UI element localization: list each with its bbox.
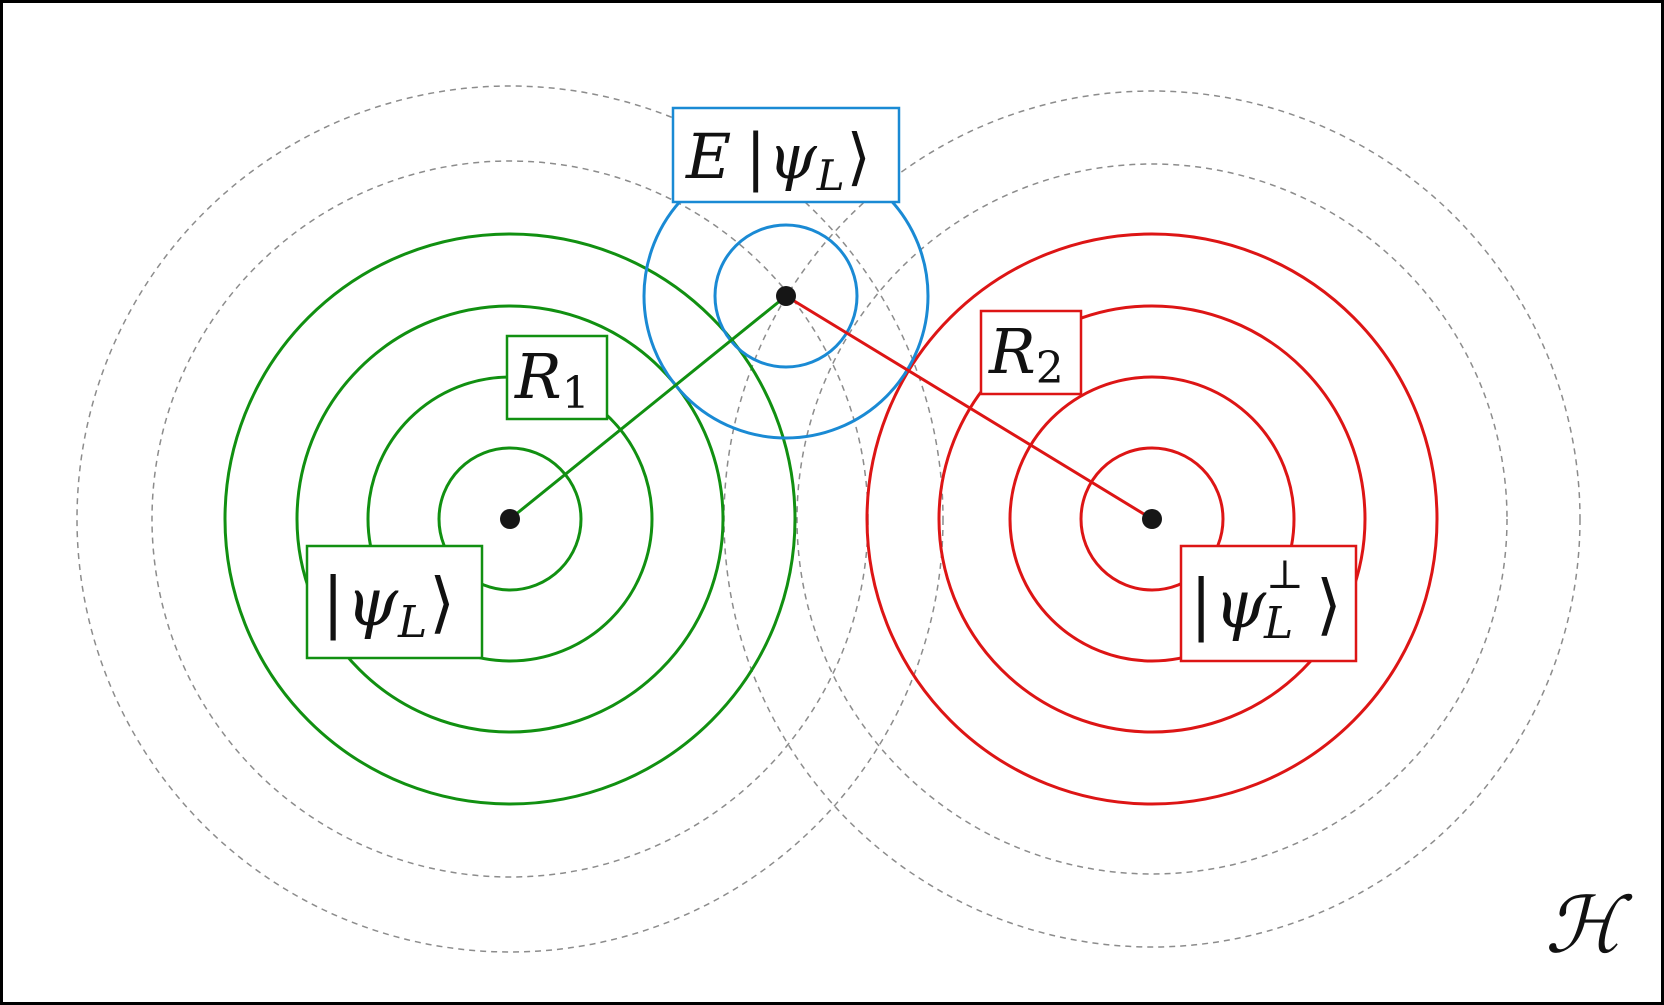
red-circle-3 [937, 304, 1367, 734]
dashed-circles [76, 85, 1581, 953]
distance-line-r2 [785, 294, 1153, 521]
label-e-psi-psi: ψ [768, 120, 818, 193]
label-psi-l-bar: | [322, 564, 344, 641]
label-e-psi-bar: | [745, 120, 766, 193]
label-r2-sub: 2 [1036, 343, 1064, 394]
label-e-psi: E|ψL⟩ [671, 106, 901, 204]
svg-text:R2: R2 [988, 315, 1064, 394]
svg-text:R1: R1 [514, 340, 590, 419]
label-r1-sub: 1 [562, 368, 590, 419]
dashed-circle-left-outer [76, 85, 944, 953]
label-e-psi-operator: E [685, 120, 731, 193]
label-e-psi-sub: L [816, 151, 845, 200]
label-r1-box [505, 334, 609, 421]
label-psi-perp-angle: ⟩ [1316, 566, 1342, 643]
red-circle-2 [1008, 375, 1296, 663]
distance-line-r1 [509, 294, 787, 521]
svg-text:|ψ: |ψ [1190, 566, 1267, 643]
label-psi-l: |ψL⟩ [305, 544, 484, 660]
label-psi-perp-bar: | [1190, 566, 1212, 643]
svg-text:E|ψL⟩: E|ψL⟩ [685, 120, 871, 200]
blue-circle-1 [713, 223, 859, 369]
label-r2: R2 [979, 309, 1083, 396]
label-r1: R1 [505, 334, 609, 421]
label-psi-l-psi: ψ [346, 564, 399, 641]
label-psi-l-box [305, 544, 484, 660]
label-psi-perp-sub: L [1263, 598, 1293, 649]
dashed-circle-right-inner [796, 163, 1508, 875]
label-psi-perp-box [1179, 544, 1358, 663]
point-e-psi [776, 286, 796, 306]
red-circle-1 [1079, 446, 1225, 592]
label-psi-l-angle: ⟩ [429, 564, 455, 641]
label-r2-box [979, 309, 1083, 396]
green-circle-4 [223, 232, 797, 806]
green-circle-3 [295, 304, 725, 734]
label-psi-perp-sup: ⊥ [1266, 552, 1304, 598]
point-psi-perp [1142, 509, 1162, 529]
red-ball [865, 232, 1439, 806]
label-r2-letter: R [988, 315, 1036, 388]
point-psi-l [500, 509, 520, 529]
svg-text:|ψL⟩: |ψL⟩ [322, 564, 455, 648]
label-e-psi-angle: ⟩ [847, 120, 871, 193]
green-ball [223, 232, 797, 806]
green-circle-1 [437, 446, 583, 592]
label-e-psi-box [671, 106, 901, 204]
label-psi-perp-psi: ψ [1214, 566, 1267, 643]
label-r1-letter: R [514, 340, 562, 413]
label-psi-perp: |ψ ⊥ L ⟩ [1179, 544, 1358, 663]
hilbert-space-symbol: ℋ [1545, 881, 1633, 971]
red-circle-4 [865, 232, 1439, 806]
label-psi-l-sub: L [397, 597, 427, 648]
